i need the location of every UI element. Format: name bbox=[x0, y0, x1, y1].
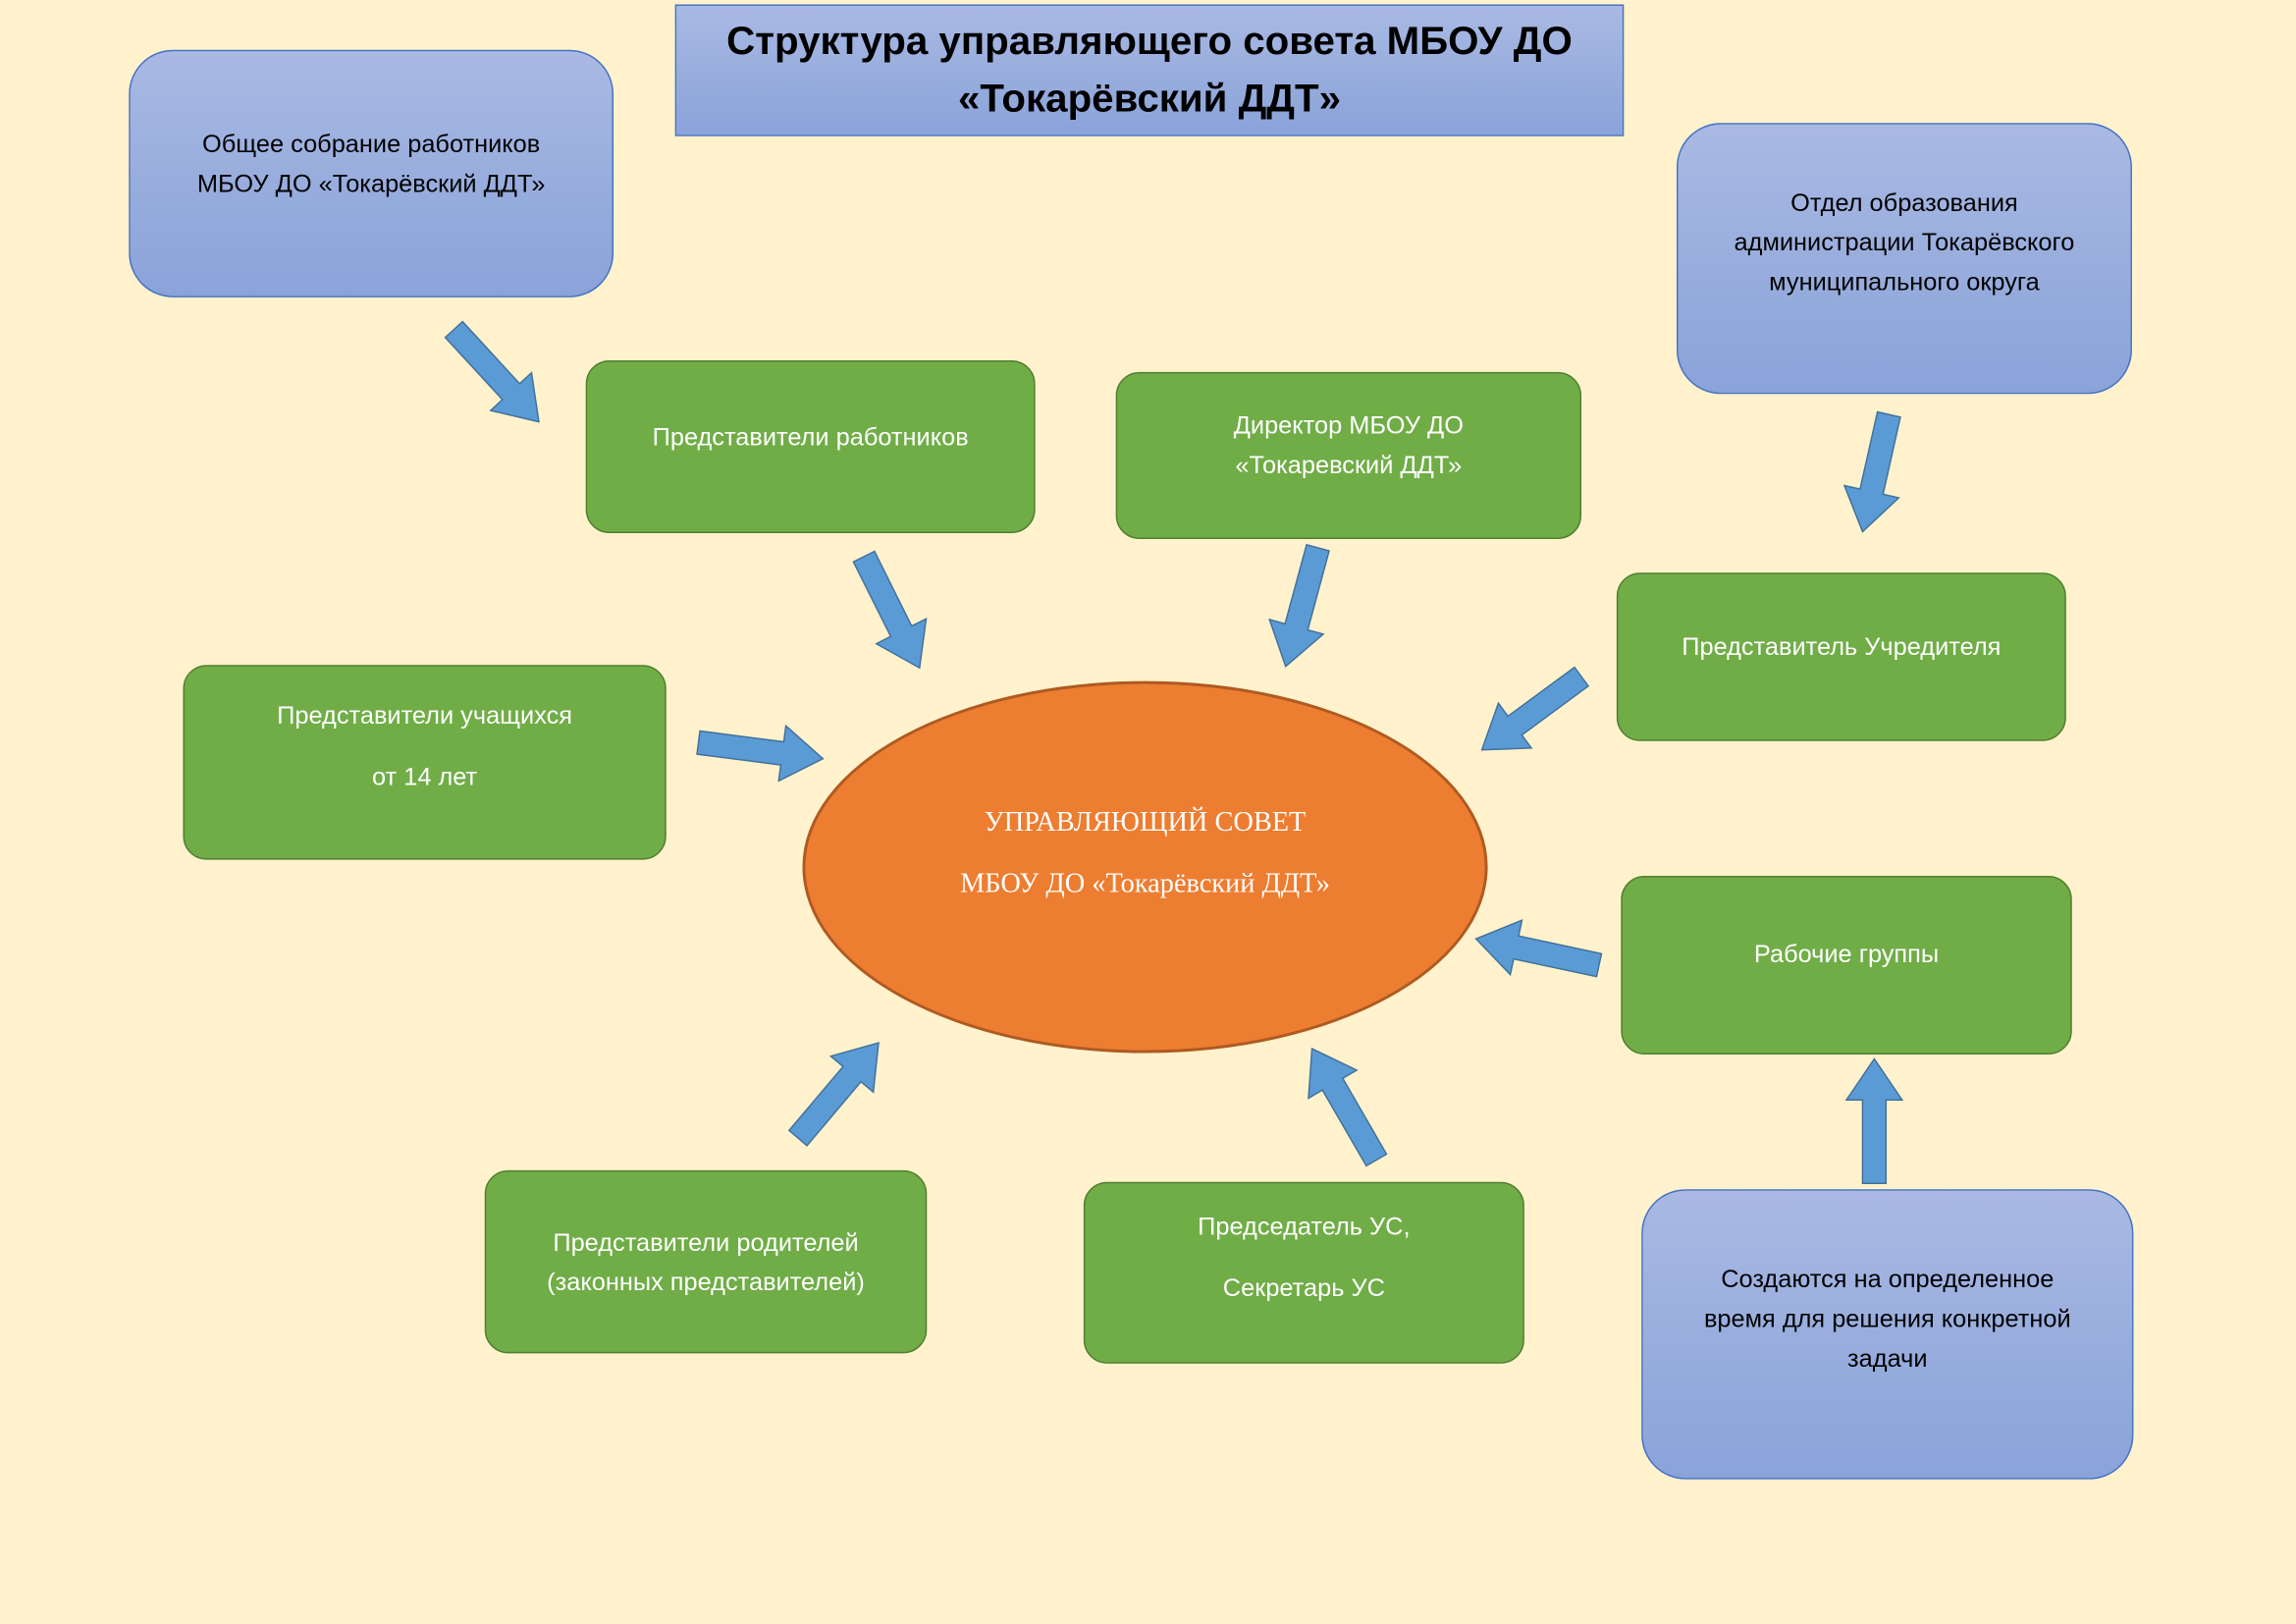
arrow-icon bbox=[1844, 1057, 1904, 1185]
box-text: время для решения конкретной bbox=[1703, 1304, 2071, 1332]
workers-representatives-box: Представители работников bbox=[585, 359, 1036, 533]
box-text: администрации Токарёвского bbox=[1734, 228, 2075, 257]
arrow-icon bbox=[1308, 1047, 1388, 1167]
arrow-icon bbox=[696, 724, 825, 783]
box-text: Рабочие группы bbox=[1753, 939, 1940, 968]
box-text: МБОУ ДО «Токарёвский ДДТ» bbox=[196, 169, 546, 197]
chair-secretary-box: Председатель УС, Секретарь УС bbox=[1083, 1181, 1524, 1364]
box-text: (законных представителей) bbox=[547, 1268, 865, 1296]
arrow-icon bbox=[1474, 919, 1603, 978]
students-representatives-box: Представители учащихся от 14 лет bbox=[183, 665, 667, 860]
box-text: Общее собрание работников bbox=[202, 130, 541, 158]
general-meeting-box: Общее собрание работников МБОУ ДО «Токар… bbox=[129, 49, 614, 298]
box-text: Создаются на определенное bbox=[1721, 1265, 2055, 1293]
work-groups-box: Рабочие группы bbox=[1621, 876, 2072, 1056]
box-text: «Токаревский ДДТ» bbox=[1235, 451, 1463, 479]
box-text: муниципального округа bbox=[1769, 267, 2040, 297]
box-text: Представители учащихся bbox=[277, 700, 573, 730]
created-for-task-box: Создаются на определенное время для реше… bbox=[1641, 1189, 2134, 1480]
diagram-title: Структура управляющего совета МБОУ ДО «Т… bbox=[674, 4, 1625, 136]
arrow-icon bbox=[787, 1042, 880, 1147]
parents-representatives-box: Представители родителей (законных предст… bbox=[484, 1169, 928, 1354]
box-text: Представители родителей bbox=[553, 1227, 859, 1257]
box-text: Председатель УС, bbox=[1198, 1213, 1411, 1241]
center-text-line-1: УПРАВЛЯЮЩИЙ СОВЕТ bbox=[984, 806, 1307, 839]
arrow-icon bbox=[1268, 543, 1330, 669]
arrow-icon bbox=[852, 550, 928, 670]
director-box: Директор МБОУ ДО «Токаревский ДДТ» bbox=[1115, 371, 1582, 539]
education-department-box: Отдел образования администрации Токарёвс… bbox=[1676, 123, 2132, 395]
founder-representative-box: Представитель Учредителя bbox=[1616, 572, 2066, 741]
governing-council-ellipse: УПРАВЛЯЮЩИЙ СОВЕТ МБОУ ДО «Токарёвский Д… bbox=[802, 680, 1488, 1054]
box-text: Отдел образования bbox=[1790, 189, 2018, 217]
center-text-line-2: МБОУ ДО «Токарёвский ДДТ» bbox=[960, 868, 1330, 899]
box-text: Представители работников bbox=[652, 422, 969, 451]
title-line-1: Структура управляющего совета МБОУ ДО bbox=[726, 19, 1573, 64]
title-line-2: «Токарёвский ДДТ» bbox=[957, 76, 1342, 121]
box-text: Секретарь УС bbox=[1222, 1273, 1385, 1303]
box-text: от 14 лет bbox=[372, 762, 478, 790]
box-text: Директор МБОУ ДО bbox=[1233, 411, 1464, 440]
box-text: Представитель Учредителя bbox=[1682, 632, 2002, 661]
arrow-icon bbox=[1480, 666, 1590, 751]
arrow-icon bbox=[1842, 410, 1901, 533]
arrow-icon bbox=[444, 320, 540, 423]
box-text: задачи bbox=[1847, 1343, 1928, 1372]
